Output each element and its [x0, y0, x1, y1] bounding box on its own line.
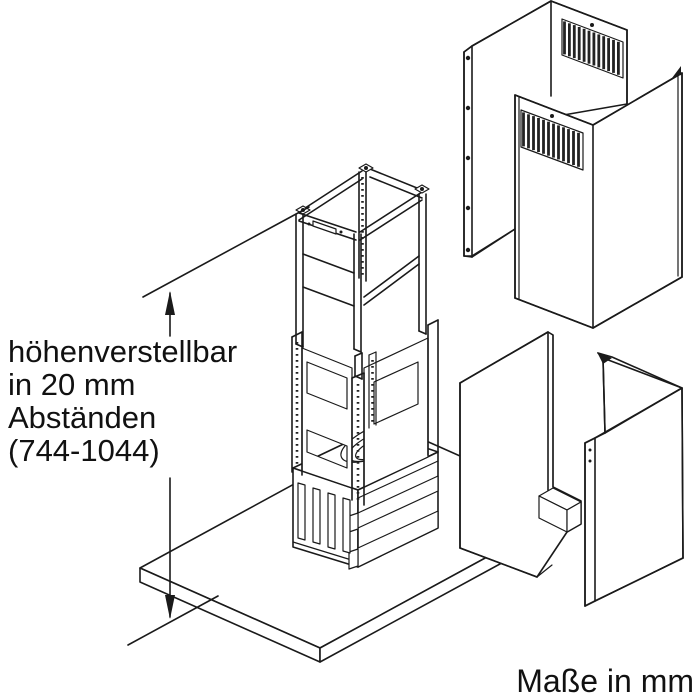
height-label-line2: in 20 mm	[8, 367, 135, 402]
lower-chimney-right-panel	[584, 352, 684, 607]
upper-support-frame	[295, 163, 430, 380]
upper-chimney-front-panel	[514, 66, 683, 329]
vent-grille-back	[561, 18, 624, 79]
vent-slats	[297, 482, 351, 554]
units-caption: Maße in mm	[516, 663, 694, 699]
height-label-line4: (744-1044)	[8, 433, 160, 468]
lower-support-frame	[291, 319, 439, 506]
height-dimension-arrow	[127, 206, 310, 646]
height-label-line1: höhenverstellbar	[8, 334, 237, 369]
lower-chimney-left-panel	[459, 331, 582, 578]
height-label-line3: Abständen	[8, 400, 156, 435]
vent-grille-front	[520, 109, 584, 171]
